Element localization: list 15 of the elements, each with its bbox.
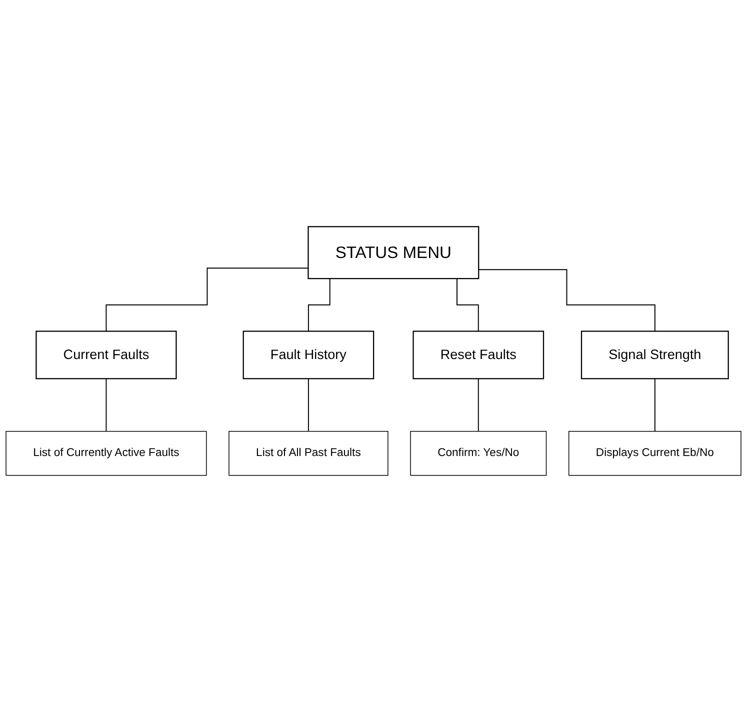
node-box: List of All Past Faults bbox=[228, 430, 388, 476]
node-box: List of Currently Active Faults bbox=[6, 430, 207, 476]
connector bbox=[308, 378, 309, 432]
node-box: Fault History bbox=[242, 330, 374, 380]
node-box: Current Faults bbox=[36, 330, 177, 380]
connector bbox=[478, 269, 656, 332]
connector bbox=[478, 378, 479, 432]
connector bbox=[106, 378, 107, 432]
connector bbox=[654, 378, 656, 432]
node-box: Displays Current Eb/No bbox=[568, 430, 742, 476]
connector bbox=[106, 268, 309, 332]
node-box: STATUS MENU bbox=[308, 226, 480, 280]
node-box: Signal Strength bbox=[580, 330, 729, 380]
node-box: Confirm: Yes/No bbox=[410, 430, 547, 476]
node-box: Reset Faults bbox=[412, 330, 544, 380]
